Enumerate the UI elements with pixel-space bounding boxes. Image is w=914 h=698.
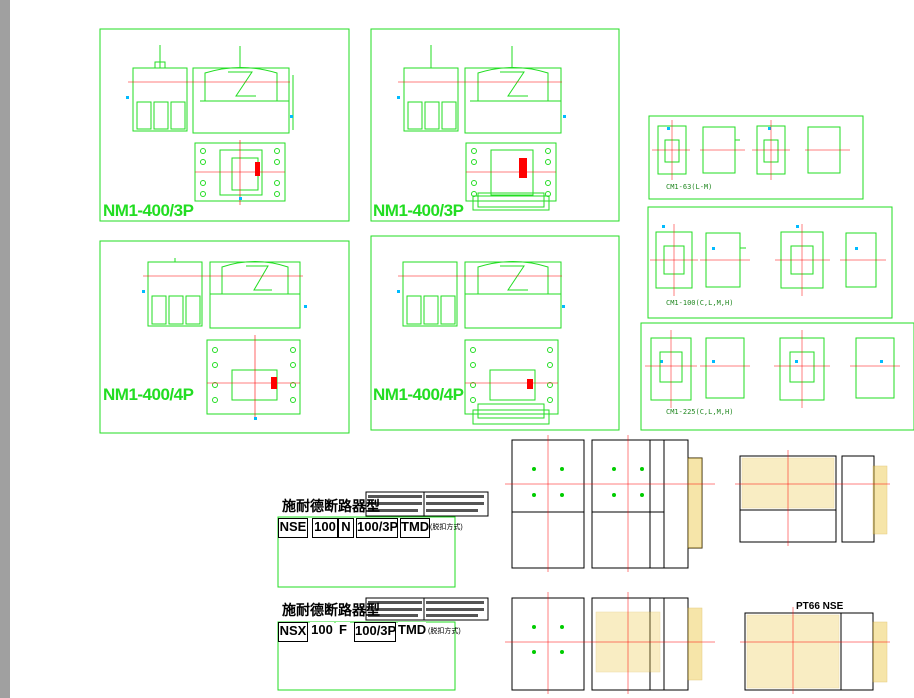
nse-code-rating: 100/3P: [356, 518, 398, 538]
frame-cm1-63: [648, 115, 864, 200]
title-nm1-400-3p-b: NM1-400/3P: [373, 201, 464, 220]
drawing-cm1-225: [650, 337, 895, 401]
nsx-code-series: NSX: [278, 622, 308, 642]
nsx-code-frame: 100: [310, 622, 334, 640]
title-nm1-400-3p-a: NM1-400/3P: [103, 201, 194, 220]
title-nm1-400-4p-a: NM1-400/4P: [103, 385, 194, 404]
nsx-code-trip: TMD: [398, 622, 426, 640]
nse-code-series: NSE: [278, 518, 308, 538]
title-nm1-400-4p-b: NM1-400/4P: [373, 385, 464, 404]
drawing-nm1-400-3p-b: [403, 45, 562, 211]
nse-table-frame: [277, 491, 489, 588]
frame-nm1-400-4p-a: [99, 240, 350, 434]
nse-code-trip: TMD: [400, 518, 430, 538]
drawing-nm1-400-3p-a: [132, 45, 294, 202]
drawing-nm1-400-4p-a: [147, 258, 301, 415]
nsx-trip-note: (脱扣方式): [428, 628, 461, 635]
nse-code-breaking: N: [338, 518, 354, 538]
title-cm1-225: CM1-225(C,L,M,H): [666, 408, 734, 416]
left-scrollbar[interactable]: [0, 0, 10, 698]
nsx-code-rating: 100/3P: [354, 622, 396, 642]
frame-nm1-400-4p-b: [370, 235, 620, 431]
accent-handle: [255, 162, 260, 176]
title-cm1-100: CM1-100(C,L,M,H): [666, 299, 734, 307]
frame-cm1-100: [647, 206, 893, 319]
frame-nm1-400-3p-b: [370, 28, 620, 222]
pt66-nse-label: PT66 NSE: [796, 601, 844, 612]
nse-code-frame: 100: [312, 518, 338, 538]
drawing-nm1-400-4p-b: [402, 261, 562, 425]
frame-nm1-400-3p-a: [99, 28, 350, 222]
nse-table-title: 施耐德断路器型: [282, 499, 380, 515]
nse-trip-note: (脱扣方式): [430, 524, 463, 531]
title-cm1-63: CM1-63(L-M): [666, 183, 713, 191]
nsx-code-breaking: F: [336, 622, 350, 640]
frame-cm1-225: [640, 322, 914, 431]
nsx-table-title: 施耐德断路器型: [282, 603, 380, 619]
